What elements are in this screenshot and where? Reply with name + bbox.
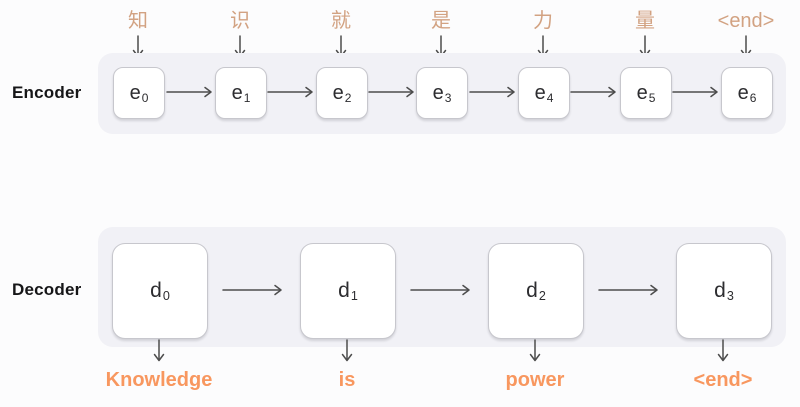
- encoder-cell-e6: e6: [721, 67, 773, 119]
- input-token: 就: [331, 10, 351, 32]
- input-token: 知: [128, 10, 148, 32]
- encoder-cell-e5: e5: [620, 67, 672, 119]
- right-arrow-icon: [410, 284, 472, 296]
- encoder-cell-e3: e3: [416, 67, 468, 119]
- down-arrow-icon: [152, 339, 166, 366]
- encoder-cell-e4: e4: [518, 67, 570, 119]
- encoder-cell-e0: e0: [113, 67, 165, 119]
- right-arrow-icon: [570, 86, 618, 98]
- decoder-cell-d1: d1: [300, 243, 396, 339]
- decoder-panel: [98, 227, 786, 347]
- decoder-cell-d3: d3: [676, 243, 772, 339]
- down-arrow-icon: [340, 339, 354, 366]
- input-token: 量: [635, 10, 655, 32]
- output-token: is: [338, 369, 356, 391]
- output-token: <end>: [693, 369, 753, 391]
- right-arrow-icon: [598, 284, 660, 296]
- decoder-cell-d0: d0: [112, 243, 208, 339]
- output-token: Knowledge: [105, 369, 213, 391]
- down-arrow-icon: [716, 339, 730, 366]
- encoder-label: Encoder: [12, 83, 82, 102]
- decoder-label: Decoder: [12, 280, 82, 299]
- down-arrow-icon: [528, 339, 542, 366]
- right-arrow-icon: [672, 86, 720, 98]
- output-token: power: [505, 369, 565, 391]
- input-token: 力: [533, 10, 553, 32]
- encoder-cell-e1: e1: [215, 67, 267, 119]
- right-arrow-icon: [267, 86, 315, 98]
- input-token: <end>: [717, 10, 775, 32]
- input-token: 识: [230, 10, 250, 32]
- right-arrow-icon: [469, 86, 517, 98]
- right-arrow-icon: [166, 86, 214, 98]
- encoder-cell-e2: e2: [316, 67, 368, 119]
- input-token: 是: [431, 10, 451, 32]
- right-arrow-icon: [222, 284, 284, 296]
- decoder-cell-d2: d2: [488, 243, 584, 339]
- right-arrow-icon: [368, 86, 416, 98]
